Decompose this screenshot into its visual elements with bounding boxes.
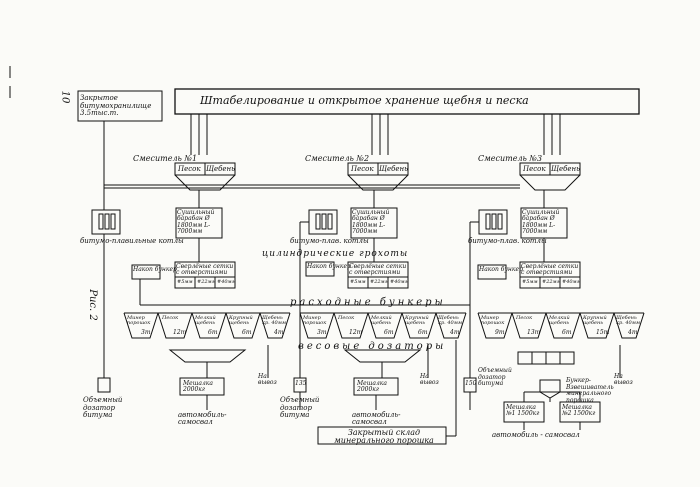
bin-2-5-tons: 4т <box>450 329 460 336</box>
screens-3-label: Сверлёные сетки с отверстиями <box>521 263 579 277</box>
bin-2-1-tons: 3т <box>317 329 327 336</box>
bin-2-4-tons: 6т <box>418 329 428 336</box>
truck-2-label: автомобиль-самосвал <box>352 411 401 426</box>
page-number: 10 <box>59 90 71 104</box>
mixer-2-unit: Мешалка 2000кг <box>357 380 387 393</box>
cylindrical-screens-label: цилиндрические грохоты <box>262 249 409 259</box>
bin-3-5-tons: 4т <box>628 329 638 336</box>
dosator-2-label: Объемный дозатор битума <box>280 396 320 420</box>
mixer-2-gravel: Щебень <box>379 165 408 173</box>
screen-1-size-a: #5мм <box>177 279 193 285</box>
value-150: 150 <box>465 380 477 387</box>
bin-1-5: Щебень кр. 40мм <box>262 315 287 326</box>
screens-1-label: Сверлёные сетки с отверстиями <box>176 263 234 277</box>
bin-2-2: Песок <box>338 315 355 321</box>
supply-bins-label: расходные бункеры <box>290 297 446 308</box>
bin-2-4: Крупный щебень <box>405 315 429 326</box>
exit-2-label: На вывоз <box>420 373 439 386</box>
bin-1-1-tons: 3т <box>141 329 151 336</box>
mixer-1-sand: Песок <box>178 165 201 173</box>
bunker-weigher-label: Бункер-Взвешиватель минерального порошка <box>566 377 614 404</box>
mixer-3-gravel: Щебень <box>551 165 580 173</box>
bin-3-3-tons: 6т <box>562 329 572 336</box>
dryer-1-label: Сушильный барабан Ø 1800мм L-7000мм <box>177 209 215 235</box>
bin-1-1: Минер порошок <box>127 315 151 326</box>
screen-1-size-b: #22мм <box>197 279 216 285</box>
bin-1-3-tons: 6т <box>208 329 218 336</box>
bin-1-2: Песок <box>162 315 179 321</box>
dosator-1-label: Объемный дозатор битума <box>83 396 123 420</box>
bin-3-5: Щебень кр. 40мм <box>616 315 641 326</box>
weigh-dosers-label: весовые дозаторы <box>298 341 447 352</box>
mixer-3-sand: Песок <box>523 165 546 173</box>
banner-title: Штабелирование и открытое хранение щебня… <box>200 94 529 107</box>
bin-1-4-tons: 6т <box>242 329 252 336</box>
mixer-3a-unit: Мешалка №1 1500кг <box>506 404 540 417</box>
bitumen-boilers-2-label: битумо-плав. котлы <box>290 237 369 245</box>
bin-3-2-tons: 13т <box>527 329 541 336</box>
mixer-2-sand: Песок <box>351 165 374 173</box>
bin-1-3: Мелкий щебень <box>195 315 216 326</box>
screens-2-label: Сверлёные сетки с отверстиями <box>349 263 407 277</box>
exit-3-label: На вывоз <box>614 373 633 386</box>
screen-3-size-b: #22мм <box>542 279 561 285</box>
bin-2-2-tons: 12т <box>349 329 363 336</box>
bin-3-1-tons: 9т <box>495 329 505 336</box>
dryer-3-label: Сушильный барабан Ø 1800мм L-7000мм <box>522 209 560 235</box>
screen-1-size-c: #40мм <box>217 279 236 285</box>
bitumen-boilers-label: битумо-плавильные котлы <box>80 237 184 245</box>
bin-3-4: Крупный щебень <box>583 315 607 326</box>
mixer-3b-unit: Мешалка №2 1500кг <box>562 404 596 417</box>
bin-1-5-tons: 4т <box>274 329 284 336</box>
screen-2-size-c: #40мм <box>390 279 409 285</box>
bin-2-3-tons: 6т <box>384 329 394 336</box>
screen-3-size-c: #40мм <box>562 279 581 285</box>
bin-2-1: Минер порошок <box>303 315 327 326</box>
hopper-3-label: Накоп бункер <box>479 266 523 273</box>
mixer-1-unit: Мешалка 2000кг <box>183 380 213 393</box>
bin-1-4: Крупный щебень <box>229 315 253 326</box>
mixer-2-label: Смеситель №2 <box>305 154 370 163</box>
figure-label: Рис. 2 <box>86 289 98 321</box>
bin-3-4-tons: 15т <box>596 329 610 336</box>
hopper-1-label: Накоп бункер <box>133 266 177 273</box>
bin-2-3: Мелкий щебень <box>371 315 392 326</box>
screen-2-size-b: #22мм <box>370 279 389 285</box>
screen-2-size-a: #5мм <box>350 279 366 285</box>
bin-1-2-tons: 12т <box>173 329 187 336</box>
mixer-3-label: Смеситель №3 <box>478 154 543 163</box>
bin-2-5: Щебень кр. 40мм <box>438 315 463 326</box>
exit-1-label: На вывоз <box>258 373 277 386</box>
dryer-2-label: Сушильный барабан Ø 1800мм L-7000мм <box>352 209 390 235</box>
truck-1-label: автомобиль-самосвал <box>178 411 227 426</box>
mixer-1-label: Смеситель №1 <box>133 154 198 163</box>
value-135: 135 <box>295 380 307 387</box>
bin-3-1: Минер порошок <box>481 315 505 326</box>
truck-3-label: автомобиль - самосвал <box>492 431 580 439</box>
screen-3-size-a: #5мм <box>522 279 538 285</box>
bin-3-2: Песок <box>516 315 533 321</box>
hopper-2-label: Накоп бункер <box>307 263 351 270</box>
bitumen-boilers-3-label: битумо-плав. котлы <box>468 237 547 245</box>
dosator-3-label: Объемный дозатор битума <box>478 367 512 388</box>
bitumen-storage-label: Закрытое битумохранилище 3.5тыс.т. <box>80 94 152 118</box>
mineral-store-label: Закрытый склад минерального порошка <box>334 428 434 446</box>
mixer-1-gravel: Щебень <box>206 165 235 173</box>
bin-3-3: Мелкий щебень <box>549 315 570 326</box>
